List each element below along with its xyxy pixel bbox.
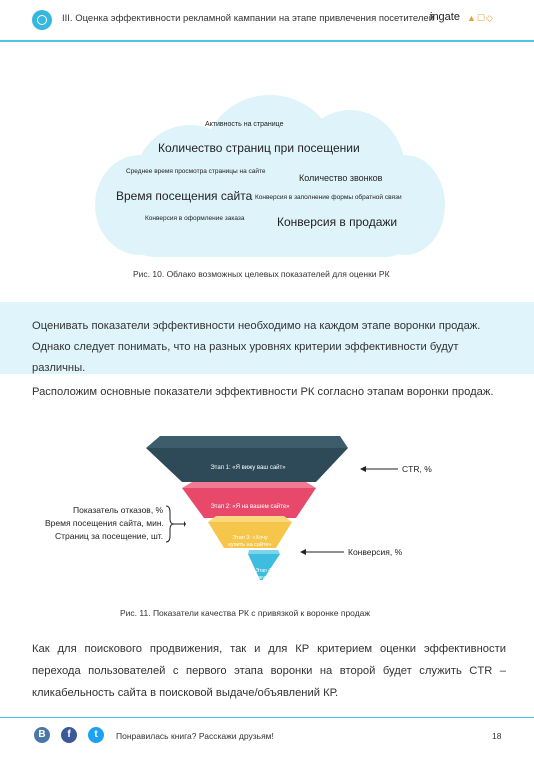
- callout-box: [0, 302, 534, 374]
- ctr-arrow-icon: [360, 466, 398, 472]
- callout-text: Оценивать показатели эффективности необх…: [32, 320, 481, 374]
- funnel-stage-3-label: Этап 3: «Хочу: [232, 535, 268, 541]
- cloud-word: Активность на странице: [205, 121, 284, 128]
- figure-caption: Рис. 10. Облако возможных целевых показа…: [133, 269, 390, 279]
- funnel-left-label: Показатель отказов, %: [73, 505, 164, 515]
- funnel-stage-2: [182, 488, 316, 518]
- cloud-word: Среднее время просмотра страницы на сайт…: [126, 168, 266, 175]
- header-divider: [0, 40, 534, 42]
- funnel-stage-3-label: купить на сайте»: [228, 541, 271, 548]
- cloud-word: Количество страниц при посещении: [158, 141, 360, 155]
- brand-name: ingate: [430, 11, 460, 23]
- funnel-stage-4-label: Этап 4:: [256, 568, 273, 574]
- page-header: [0, 0, 534, 40]
- header-title: III. Оценка эффективности рекламной камп…: [62, 13, 435, 24]
- logo-icon: [32, 10, 52, 30]
- body-paragraph: Как для поискового продвижения, так и дл…: [32, 643, 506, 699]
- funnel-right-label: Конверсия, %: [348, 547, 403, 557]
- vk-share-button[interactable]: В: [34, 727, 50, 743]
- funnel-stage-4-label: «Покупаю»: [251, 575, 277, 581]
- facebook-share-button[interactable]: f: [61, 727, 77, 743]
- funnel-stage-3: [208, 522, 292, 548]
- figure-caption: Рис. 11. Показатели качества РК с привяз…: [120, 608, 371, 618]
- brand-mark-icon: ▲☐◇: [467, 13, 494, 23]
- cloud-word: Время посещения сайта: [116, 189, 253, 203]
- word-cloud: Активность на странице Количество страни…: [95, 95, 445, 265]
- intro-paragraph: Расположим основные показатели эффективн…: [32, 386, 494, 398]
- funnel-left-label: Страниц за посещение, шт.: [55, 531, 164, 541]
- footer-share-text: Понравилась книга? Расскажи друзьям!: [116, 731, 274, 741]
- cloud-word: Количество звонков: [299, 173, 383, 183]
- funnel-right-label: CTR, %: [402, 464, 432, 474]
- left-brace-icon: [165, 505, 186, 543]
- page-number: 18: [492, 731, 502, 741]
- cloud-word: Конверсия в оформление заказа: [145, 215, 245, 222]
- cloud-word: Конверсия в заполнение формы обратной св…: [255, 194, 402, 201]
- funnel-stage-4: [248, 554, 280, 580]
- funnel-left-label: Время посещения сайта, мин.: [45, 518, 164, 528]
- conversion-arrow-icon: [300, 549, 344, 555]
- twitter-share-button[interactable]: t: [88, 727, 104, 743]
- funnel-stage-2-label: Этап 2: «Я на вашем сайте»: [210, 503, 290, 510]
- funnel-stage-1-label: Этап 1: «Я вижу ваш сайт»: [210, 464, 286, 471]
- sales-funnel: Этап 1: «Я вижу ваш сайт» Этап 2: «Я на …: [146, 436, 348, 581]
- funnel-stage-1: [146, 448, 348, 482]
- cloud-word: Конверсия в продажи: [277, 215, 398, 229]
- footer-divider: [0, 717, 534, 718]
